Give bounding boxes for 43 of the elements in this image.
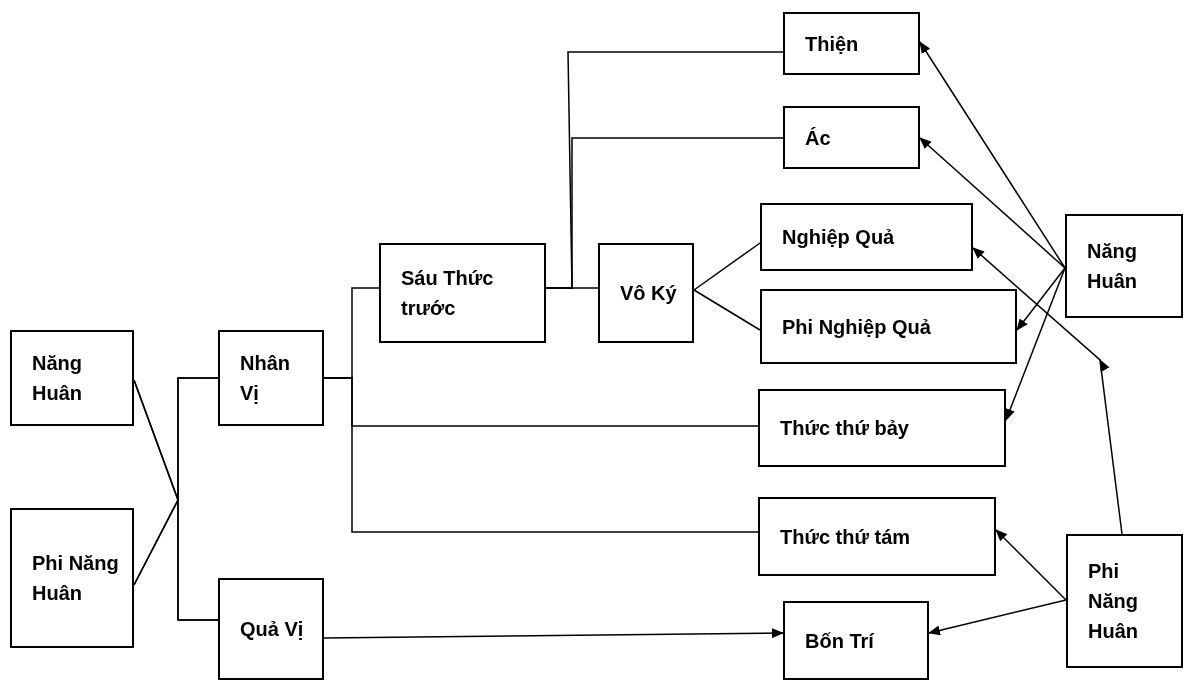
- arrow: [928, 599, 1067, 636]
- text-box: [1066, 534, 1183, 668]
- text-box: [758, 389, 1006, 467]
- box-label: Quả Vị: [240, 617, 305, 642]
- connector-line: [693, 242, 761, 291]
- box-label: Năng Huân: [1087, 239, 1138, 294]
- connector-line: [545, 287, 599, 289]
- arrow: [1016, 267, 1066, 331]
- text-box: [218, 330, 324, 426]
- arrow: [995, 529, 1067, 601]
- box-label: Bốn Trí: [805, 628, 876, 654]
- text-box: [10, 330, 134, 426]
- box-label: Nhân Vị: [240, 351, 291, 406]
- arrow: [1005, 267, 1066, 421]
- text-box: [760, 289, 1017, 364]
- box-label: Thức thứ bảy: [780, 416, 910, 441]
- box-label: Nghiệp Quả: [782, 225, 896, 250]
- box-label: Thức thứ tám: [780, 524, 912, 550]
- box-label: Phi Năng Huân: [32, 551, 120, 606]
- text-box: [783, 601, 929, 680]
- text-box: [1065, 214, 1183, 318]
- arrow: [972, 247, 1123, 535]
- text-box: [783, 12, 920, 75]
- text-box: [783, 106, 920, 169]
- box-label: Sáu Thức trước: [401, 266, 495, 321]
- text-box: [598, 243, 694, 343]
- text-box: [379, 243, 546, 343]
- connector-line: [323, 377, 759, 533]
- connector-line: [133, 499, 219, 621]
- text-box: [758, 497, 996, 576]
- arrow: [919, 41, 1066, 269]
- box-label: Ác: [805, 125, 832, 151]
- connector-line: [693, 289, 761, 331]
- box-label: Năng Huân: [32, 351, 83, 406]
- box-label: Thiện: [805, 31, 860, 57]
- box-label: Vô Ký: [620, 281, 678, 306]
- text-box: [218, 578, 324, 680]
- arrow: [919, 137, 1066, 269]
- box-label: Phi Năng Huân: [1088, 559, 1139, 644]
- arrow: [323, 628, 784, 639]
- text-box: [760, 203, 973, 271]
- box-label: Phi Nghiệp Quả: [782, 314, 932, 340]
- text-box: [10, 508, 134, 648]
